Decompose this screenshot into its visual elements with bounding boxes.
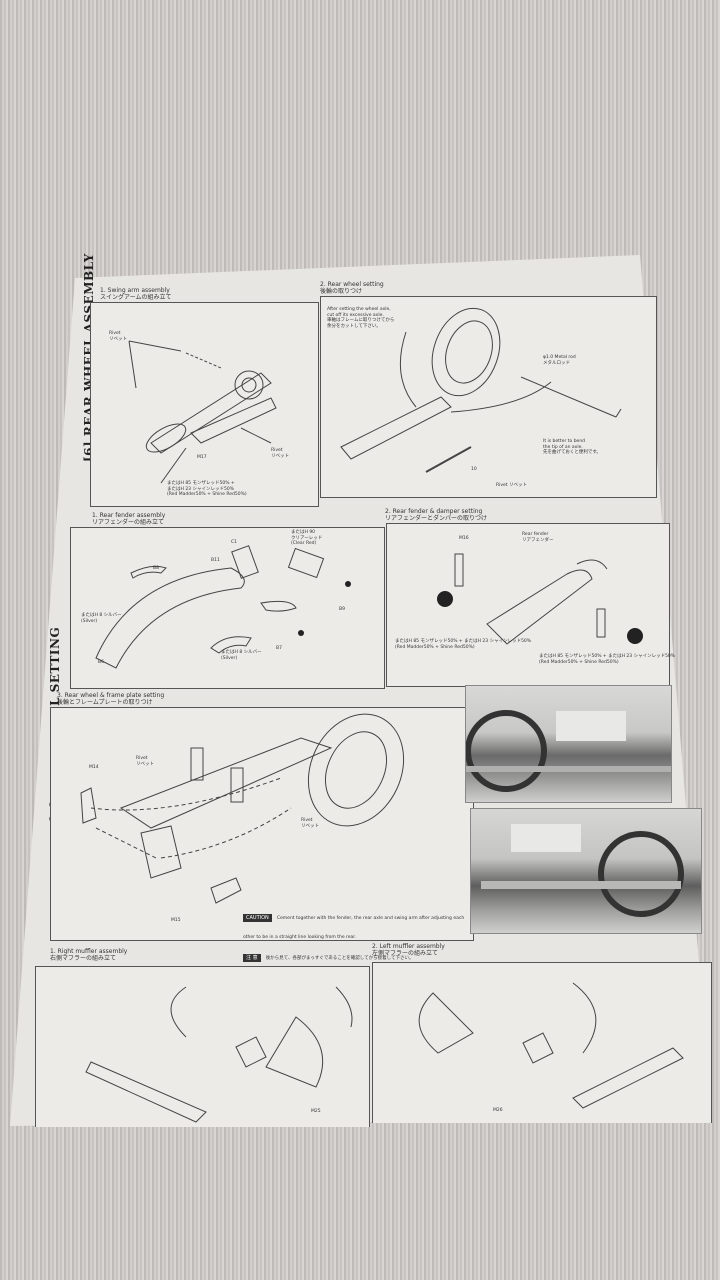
part-number: M25 xyxy=(311,1109,321,1114)
motorcycle-photo-side xyxy=(470,808,702,934)
part-number: M26 xyxy=(493,1108,503,1113)
silver-note: またはH 8 シルバー(Silver) xyxy=(221,650,262,661)
part-number: B7 xyxy=(276,646,282,651)
frame-plate-diagram xyxy=(80,713,405,904)
caution-note: CAUTION Cement together with the fender,… xyxy=(243,914,465,962)
part-number: B6 xyxy=(98,660,104,665)
left-muffler-diagram xyxy=(418,982,684,1109)
axle-note: After setting the wheel axle,cut off its… xyxy=(327,307,395,329)
right-muffler-panel: M25 xyxy=(35,966,370,1127)
paint-note: またはH 85 モンザレッド50% + またはH 23 シャインレッド50%(R… xyxy=(395,639,532,650)
part-number: 10 xyxy=(471,467,477,472)
paint-note: またはH 85 モンザレッド50% + またはH 23 シャインレッド50%(R… xyxy=(539,654,676,665)
part-number: M16 xyxy=(459,536,469,541)
part-number: B8 xyxy=(153,566,159,571)
part-number: M17 xyxy=(197,455,207,460)
rivet-label: Rivet リベット xyxy=(496,483,528,488)
part-number: B11 xyxy=(211,558,220,563)
swing-arm-diagram xyxy=(128,340,277,484)
part-number: C1 xyxy=(231,540,238,545)
part-number: M15 xyxy=(171,918,181,923)
right-muffler-diagram xyxy=(85,986,353,1123)
rear-fender-diagram xyxy=(95,545,351,669)
caution-badge-jp: 注 意 xyxy=(243,954,261,962)
paint-note: またはH 85 モンザレッド50% +またはH 23 シャインレッド50%(Re… xyxy=(167,481,247,497)
caution-badge: CAUTION xyxy=(243,914,272,922)
part-number: B9 xyxy=(339,607,345,612)
part-number: M14 xyxy=(89,765,99,770)
silver-note: またはH 8 シルバー(Silver) xyxy=(81,613,122,624)
rear-wheel-diagram xyxy=(340,307,622,473)
damper-diagram xyxy=(437,553,643,645)
rear-wheel-panel: After setting the wheel axle,cut off its… xyxy=(320,296,657,498)
left-muffler-panel: M26 xyxy=(372,962,712,1123)
motorcycle-photo-rear xyxy=(465,685,672,803)
